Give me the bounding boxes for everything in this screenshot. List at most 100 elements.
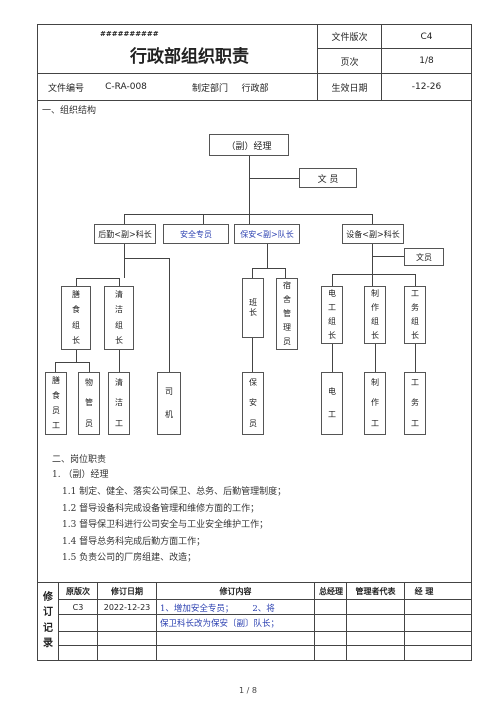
revision-side-label: 修订记录 [38,590,58,652]
doc-number-label: 文件编号 [47,83,84,94]
org-char: 长 [72,336,80,346]
effective-date-label: 生效日期 [331,83,368,94]
rev-header-content: 修订内容 [219,586,252,596]
org-char: 组 [115,320,123,330]
rev-header-rep: 管理者代表 [355,586,396,596]
rev-header-version: 原版次 [66,586,90,596]
effective-date-value: -12-26 [411,82,442,92]
org-char: 长 [371,331,379,340]
org-electrician: 电工 [321,372,343,435]
org-char: 工 [411,289,419,298]
org-making-leader: 制作组长 [364,286,386,344]
hash-mark: ########## [100,30,159,38]
org-char: 员 [249,418,257,428]
org-security-head: 保安<副>队长 [234,224,300,244]
duty-item: 1.3 督导保卫科进行公司安全与工业安全维护工作； [62,520,269,530]
revision-side-char: 修 [43,591,53,603]
org-char: 膳 [52,375,60,385]
revision-side-char: 录 [43,638,53,650]
org-safety-officer: 安全专员 [163,224,229,244]
duty-heading: 1. （副）经理 [52,470,109,480]
org-char: 组 [72,320,80,330]
org-canteen-staff: 膳食员工 [45,372,67,435]
org-char: 管 [283,309,291,318]
org-char: 班 [249,298,257,307]
org-char: 组 [328,317,336,326]
org-equipment-head: 设备<副>科长 [342,224,404,244]
org-char: 机 [165,410,173,420]
org-char: 电 [328,289,336,298]
org-worker: 工务工 [404,372,426,435]
org-char: 工 [115,418,123,428]
org-char: 工 [411,418,419,428]
org-char: 制 [371,289,379,298]
page-value: 1/8 [419,56,434,66]
revision-side-char: 订 [43,607,53,619]
org-clerk: 文 员 [299,168,357,188]
org-material-manager: 物管员 [78,372,100,435]
org-char: 作 [371,303,379,312]
doc-number-value: C-RA-008 [105,82,147,92]
rev-header-manager: 经 理 [414,586,434,596]
page-label: 页次 [340,57,359,68]
org-char: 员 [283,337,291,346]
org-char: 长 [328,331,336,340]
org-char: 作 [371,398,379,408]
org-char: 宿 [283,281,291,290]
org-logistics-head: 后勤<副>科长 [94,224,156,244]
body-right-border [471,100,472,582]
rev-row1-version: C3 [72,602,84,612]
org-char: 安 [249,398,257,408]
org-char: 洁 [115,398,123,408]
org-char: 清 [115,289,123,299]
rev-row1-content-2: 保卫科长改为保安〔副〕队长； [160,619,280,629]
rev-header-date: 修订日期 [111,586,143,596]
org-cleaning-leader: 清洁组长 [104,286,134,350]
org-char: 制 [371,378,379,388]
org-char: 司 [165,386,173,396]
page-title: 行政部组织职责 [130,47,249,67]
org-char: 长 [411,331,419,340]
org-char: 管 [85,398,93,408]
duty-item: 1.2 督导设备科完成设备管理和维修方面的工作； [62,503,260,514]
rev-header-gm: 总经理 [319,586,343,596]
org-char: 工 [52,421,60,431]
org-manager: （副）经理 [209,134,289,156]
org-char: 食 [52,390,60,400]
org-cleaner: 清洁工 [108,372,130,435]
dept-value: 行政部 [241,83,269,94]
org-char: 工 [411,378,419,388]
rev-row1-date: 2022-12-23 [103,602,151,612]
org-char: 洁 [115,305,123,315]
org-char: 长 [249,308,257,317]
org-char: 组 [371,317,379,326]
duty-item: 1.5 负责公司的厂房组建、改造； [62,553,197,563]
section-org-title: 一、组织结构 [42,106,97,116]
org-char: 舍 [283,295,291,304]
org-char: 长 [115,336,123,346]
org-char: 务 [411,398,419,408]
org-char: 保 [249,378,257,388]
org-guard: 保安员 [242,372,264,435]
org-dorm-admin: 宿舍管理员 [276,278,298,350]
org-char: 工 [328,303,336,312]
page-footer: 1 / 8 [239,686,257,695]
org-electric-leader: 电工组长 [321,286,343,344]
revision-side-char: 记 [43,622,53,634]
org-char: 务 [411,303,419,312]
org-driver: 司机 [157,372,181,435]
org-char: 膳 [72,289,80,299]
org-shift-leader: 班长 [242,278,264,338]
duty-item: 1.1 制定、健全、落实公司保卫、总务、后勤管理制度； [62,487,287,497]
dept-label: 制定部门 [191,83,228,94]
body-left-border [37,100,38,582]
org-char: 工 [371,418,379,428]
org-works-leader: 工务组长 [404,286,426,344]
org-canteen-leader: 膳食组长 [61,286,91,350]
org-char: 电 [328,386,336,396]
org-char: 清 [115,378,123,388]
org-char: 员 [52,406,60,416]
org-char: 理 [283,323,291,332]
duty-item: 1.4 督导总务科完成后勤方面工作； [62,536,206,547]
org-char: 工 [328,410,336,420]
